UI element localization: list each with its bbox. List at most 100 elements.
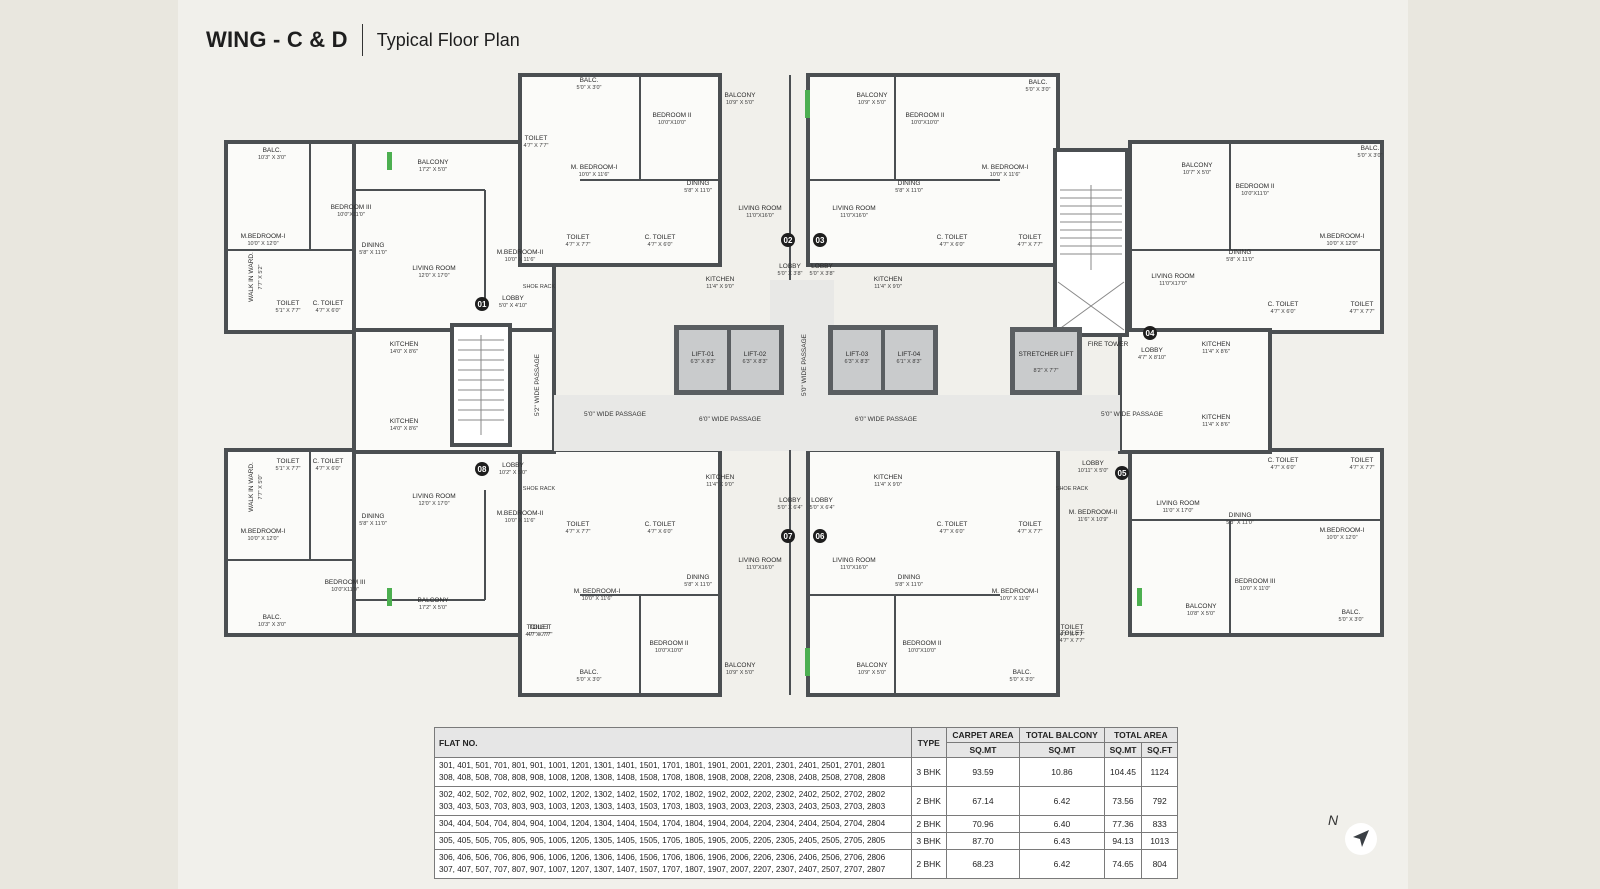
room-dims: 11'4" X 9'0" [706,482,734,488]
flat-marker-04: 04 [1146,329,1155,338]
room-label: C. TOILET [937,521,968,528]
room-label: LOBBY [779,263,801,270]
table-row: 305, 405, 505, 705, 805, 905, 1005, 1205… [434,832,1178,850]
table-row: 306, 406, 506, 706, 806, 906, 1006, 1206… [434,849,1178,879]
flat-marker-03: 03 [816,236,825,245]
room-label: LIVING ROOM [1156,500,1199,507]
room-dims: 10'8" X 5'0" [1187,611,1215,617]
room-label: C. TOILET [1268,301,1299,308]
room-label: LIVING ROOM [412,493,455,500]
room-label: BEDROOM II [649,640,688,647]
room-dims: 10'0" X 11'6" [505,257,536,263]
room-label: M.BEDROOM-I [241,528,286,535]
room-label: C. TOILET [645,234,676,241]
balcony-area: 6.42 [1019,786,1105,816]
lift-01-car [679,330,727,390]
room-dims: 5'8" X 11'0" [359,521,387,527]
room-label: KITCHEN [874,276,903,283]
room-label: BEDROOM II [652,112,691,119]
room-label: TOILET [525,135,548,142]
room-dims: 11'0"X16'0" [746,565,774,571]
room-label: DINING [898,574,921,581]
flat-numbers: 304, 404, 504, 704, 804, 904, 1004, 1204… [434,815,912,833]
room-label: TOILET [1019,521,1042,528]
room-label: BEDROOM III [1235,578,1276,585]
flat-03-block [806,73,1060,267]
total-sqmt: 73.56 [1103,786,1143,816]
room-label: BALC. [1013,669,1032,676]
passage-label: 6'0" WIDE PASSAGE [855,416,918,423]
room-dims: 10'7" X 5'0" [1183,170,1211,176]
room-dims: 10'0"X10'0" [908,648,936,654]
room-dims: 11'0"X16'0" [746,213,774,219]
flat-line: 302, 402, 502, 702, 802, 902, 1002, 1202… [439,790,886,799]
room-label: BALCONY [1185,603,1217,610]
room-label: BALCONY [856,662,888,669]
central-corridor [554,395,1120,451]
room-dims: 4'7" X 8'10" [1138,355,1166,361]
flat-numbers: 301, 401, 501, 701, 801, 901, 1001, 1201… [434,757,912,787]
room-label: WALK IN WARD. [248,252,255,302]
col-flat-no: FLAT NO. [434,727,912,758]
room-dims: 10'0" X 11'6" [1000,596,1031,602]
total-sqft: 1013 [1141,832,1178,850]
balcony-area: 6.42 [1019,849,1105,879]
area-table: FLAT NO. TYPE CARPET AREA TOTAL BALCONY … [434,727,1179,879]
room-label: M.BEDROOM-II [497,510,544,517]
flat-05-block [1128,448,1384,637]
room-dims: 10'0" X 11'0" [1240,586,1271,592]
flat-type: 3 BHK [910,757,947,787]
room-dims: 10'0"X10'0" [911,120,939,126]
room-dims: 4'7" X 7'7" [566,529,591,535]
room-label: KITCHEN [1202,414,1231,421]
lift-core [674,325,1082,395]
flat-01-west-block [224,140,358,334]
flat-marker-01: 01 [478,300,487,309]
room-label: BALC. [580,77,599,84]
carpet-area: 67.14 [945,786,1021,816]
room-dims: 11'4" X 8'6" [1202,422,1230,428]
shoe-rack-label: SHOE RACK [523,284,556,290]
room-dims: 4'7" X 7'7" [1350,309,1375,315]
col-total-balcony: TOTAL BALCONY [1019,727,1105,743]
room-dims: 7'7" X 5'2" [258,264,264,289]
room-label: BEDROOM II [1235,183,1274,190]
room-dims: 11'0"X16'0" [840,213,868,219]
room-label: M. BEDROOM-I [992,588,1039,595]
stretcher-lift-label: STRETCHER LIFT [1019,351,1074,358]
room-label: BEDROOM II [905,112,944,119]
room-label: M. BEDROOM-I [574,588,621,595]
room-label: KITCHEN [874,474,903,481]
room-label: BEDROOM II [902,640,941,647]
room-label: C. TOILET [937,234,968,241]
room-label: TOILET [567,234,590,241]
room-label: KITCHEN [390,418,419,425]
flat-line: 307, 407, 507, 707, 807, 907, 1007, 1207… [439,865,886,874]
room-label: M.BEDROOM-I [1320,233,1365,240]
table-row: 302, 402, 502, 702, 802, 902, 1002, 1202… [434,786,1178,816]
flat-numbers: 305, 405, 505, 705, 805, 905, 1005, 1205… [434,832,912,850]
lift-04-label: LIFT-04 [898,351,921,358]
fire-tower-label: FIRE TOWER [1088,341,1129,348]
header-divider [361,24,363,56]
table-row: 304, 404, 504, 704, 804, 904, 1004, 1204… [434,815,1178,833]
flat-markers: 01 02 03 04 05 06 07 08 [475,233,1157,543]
room-dims: 4'7" X 6'0" [940,529,965,535]
room-dims: 4'7" X 6'0" [940,242,965,248]
room-label: LIVING ROOM [738,205,781,212]
lift-03-dims: 6'3" X 8'3" [845,359,870,365]
room-dims: 5'8" X 11'0" [895,188,923,194]
shoe-rack-label: SHOE RACK [1056,486,1089,492]
north-pointer [1353,830,1369,847]
room-label: LIVING ROOM [1151,273,1194,280]
room-dims: 5'1" X 7'7" [276,466,301,472]
lift-03-car [833,330,881,390]
room-dims: 5'8" X 11'0" [359,250,387,256]
room-label: M.BEDROOM-II [497,249,544,256]
passage-label: 5'0" WIDE PASSAGE [801,333,808,396]
room-dims: 5'0" X 4'10" [499,303,527,309]
internal-walls [226,75,1382,695]
flat-line: 304, 404, 504, 704, 804, 904, 1004, 1204… [439,819,886,828]
kitchen-band-east [1118,328,1272,454]
